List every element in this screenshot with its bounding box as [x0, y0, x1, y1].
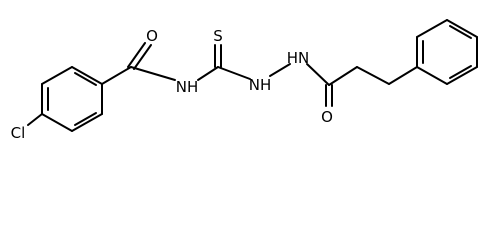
- carbonyl-double-bond: [127, 42, 146, 68]
- bond: [416, 19, 448, 38]
- aromatic-bond: [449, 65, 472, 79]
- aromatic-bond: [449, 25, 472, 39]
- bond: [197, 66, 219, 81]
- chlorine-atom-label: Cl: [11, 124, 26, 142]
- bond: [446, 19, 478, 38]
- bond: [416, 66, 448, 85]
- chlorine-bond: [27, 113, 43, 126]
- bond: [388, 66, 418, 85]
- phenyl-ring: [416, 19, 478, 85]
- thione-sulfur-label: S: [213, 27, 223, 45]
- amide-oxygen-label: O: [146, 27, 158, 45]
- aromatic-bond: [74, 72, 97, 86]
- bond: [356, 66, 390, 85]
- bond: [71, 113, 103, 132]
- bond: [217, 66, 251, 80]
- bond: [328, 66, 358, 86]
- carbonyl-double-bond: [133, 44, 152, 70]
- chemical-structure-diagram: Cl O NH S NH HN O: [11, 19, 478, 142]
- hydrazine-hn-label: HN: [287, 49, 310, 67]
- bond: [71, 66, 103, 85]
- bond: [446, 66, 478, 85]
- aromatic-bond: [74, 112, 97, 126]
- bond: [269, 63, 291, 77]
- chlorophenyl-ring: [41, 66, 103, 132]
- bond: [41, 113, 73, 132]
- acyl-oxygen-label: O: [321, 108, 333, 126]
- hydrazine-nh-label: NH: [249, 76, 272, 94]
- bond: [101, 66, 132, 85]
- amide-nh-label: NH: [176, 78, 199, 96]
- bond: [41, 66, 73, 85]
- bond: [306, 63, 330, 86]
- bond: [130, 66, 176, 81]
